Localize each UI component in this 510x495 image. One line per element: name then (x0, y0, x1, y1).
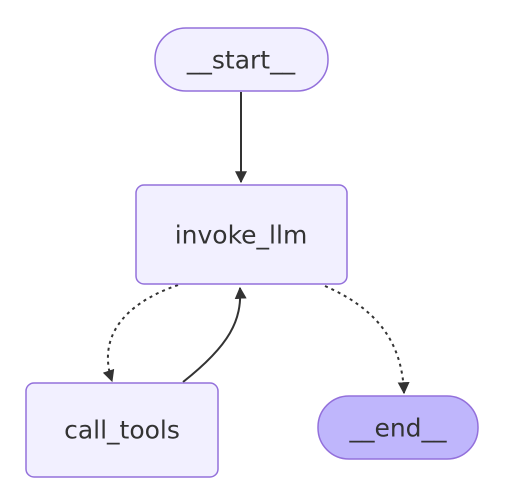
node-call-tools-label: call_tools (64, 416, 180, 445)
node-end[interactable]: __end__ (317, 395, 479, 460)
edge-call-tools-to-invoke-llm (182, 286, 247, 383)
node-invoke-llm[interactable]: invoke_llm (135, 184, 348, 285)
edge-invoke-llm-to-end (324, 285, 410, 395)
node-start[interactable]: __start__ (154, 27, 329, 92)
node-end-label: __end__ (348, 414, 447, 443)
node-start-label: __start__ (186, 46, 296, 75)
node-call-tools[interactable]: call_tools (25, 382, 219, 478)
node-start-shape (154, 27, 329, 92)
node-call-tools-shape (25, 382, 219, 478)
edges (102, 92, 410, 395)
edge-invoke-llm-to-call-tools (102, 284, 179, 383)
node-invoke-llm-shape (135, 184, 348, 285)
node-end-shape (317, 395, 479, 460)
node-invoke-llm-label: invoke_llm (175, 221, 308, 250)
